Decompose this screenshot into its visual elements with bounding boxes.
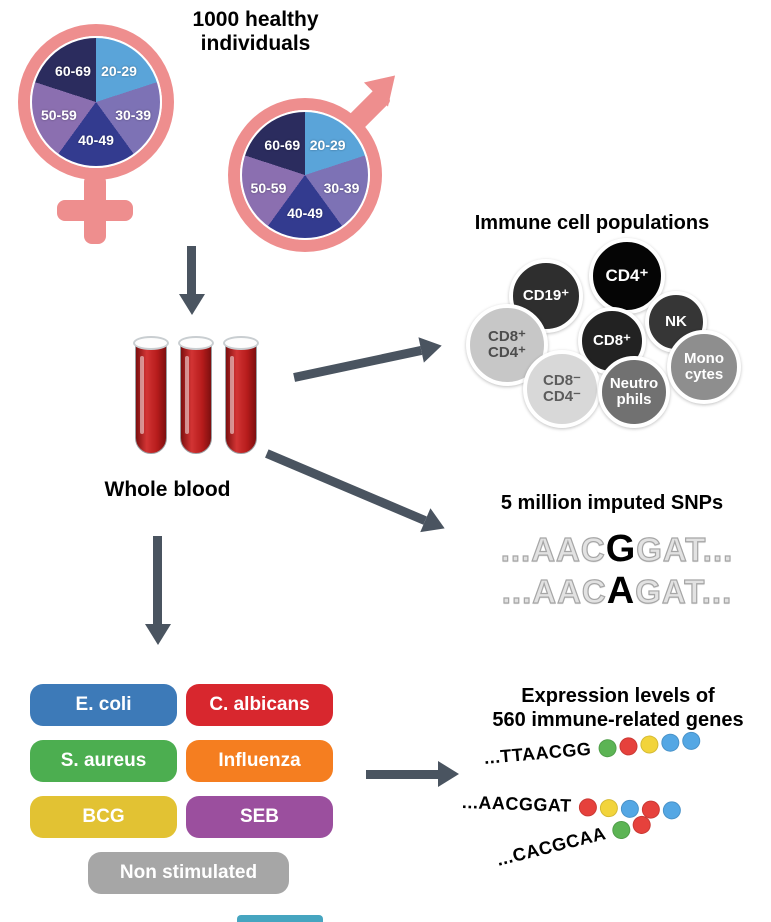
tube-highlight [230, 356, 234, 434]
male-age-pie-chart: 20-29 30-39 40-49 50-59 60-69 [240, 110, 370, 240]
stimulus-ecoli: E. coli [30, 684, 177, 726]
gene-dot [639, 734, 659, 754]
immune-cell-monocytes: Mono cytes [667, 330, 741, 404]
tube-highlight [140, 356, 144, 434]
age-label: 40-49 [287, 204, 323, 221]
age-label: 60-69 [55, 63, 91, 80]
snp-variant-allele: A [606, 570, 636, 612]
stimulus-influenza: Influenza [186, 740, 333, 782]
expression-title-line2: 560 immune-related genes [492, 709, 744, 731]
snp-seq-pre: ...AAC [500, 530, 606, 568]
arrow-shaft [153, 536, 163, 624]
arrow-blood-to-stimuli [145, 536, 171, 645]
arrow-head-icon [179, 294, 205, 315]
stimulus-bcg: BCG [30, 796, 177, 838]
cohort-title-line1: 1000 healthy [192, 8, 319, 31]
stimulus-seb: SEB [186, 796, 333, 838]
snp-seq-post: GAT... [635, 572, 733, 610]
arrow-shaft [265, 448, 428, 525]
arrow-head-icon [145, 624, 171, 645]
expression-title-line1: Expression levels of [521, 685, 715, 707]
blood-tube [133, 336, 169, 454]
age-label: 60-69 [264, 136, 301, 153]
snp-seq-pre: ...AAC [501, 572, 607, 610]
arrow-stimuli-to-expression [366, 761, 459, 787]
stimulus-calbicans: C. albicans [186, 684, 333, 726]
tube-rim [223, 336, 259, 350]
tube-rim [178, 336, 214, 350]
arrow-cohort-to-blood [179, 246, 205, 315]
immune-cell-cd8neg-cd4neg: CD8⁻ CD4⁻ [523, 350, 601, 428]
gene-dot [662, 800, 681, 820]
gene-dot [610, 818, 633, 841]
gene-sequence: ...CACGCAA [494, 823, 608, 870]
blood-tube [178, 336, 214, 454]
blood-tube [223, 336, 259, 454]
gene-sequence: ...AACGGAT [461, 792, 572, 816]
expression-title: Expression levels of 560 immune-related … [468, 684, 768, 732]
cohort-title: 1000 healthy individuals [168, 8, 343, 56]
age-label: 40-49 [78, 132, 114, 149]
gene-sequence: ...TTAACGG [483, 738, 593, 768]
age-label: 20-29 [101, 63, 137, 80]
arrow-shaft [366, 769, 438, 779]
immune-cell-neutrophils: Neutro phils [598, 356, 670, 428]
expression-sequence-row: ...CACGCAA [494, 812, 653, 871]
age-label: 30-39 [323, 179, 360, 196]
arrow-head-icon [420, 508, 450, 541]
snp-sequence-2: ...AACAGAT... [452, 570, 771, 613]
arrow-blood-to-snps [262, 441, 450, 541]
arrow-shaft [187, 246, 197, 294]
age-label: 20-29 [309, 136, 346, 153]
arrow-head-icon [438, 761, 459, 787]
snps-title: 5 million imputed SNPs [500, 492, 724, 514]
gene-dot [578, 797, 597, 817]
age-label: 50-59 [250, 179, 287, 196]
tube-rim [133, 336, 169, 350]
age-label: 30-39 [115, 106, 152, 123]
snp-sequence-1: ...AACGGAT... [452, 528, 771, 571]
stimulus-non-stimulated: Non stimulated [88, 852, 289, 894]
snp-seq-post: GAT... [636, 530, 734, 568]
expression-sequence-row: ...TTAACGG [483, 729, 701, 769]
arrow-blood-to-immune-cells [291, 332, 445, 390]
gene-dot-group [594, 730, 701, 758]
arrow-shaft [293, 345, 423, 382]
gene-dot [599, 798, 618, 817]
arrow-head-icon [418, 332, 445, 363]
female-symbol-crossbar [57, 200, 133, 221]
female-age-pie-chart: 20-29 30-39 40-49 50-59 60-69 [30, 36, 162, 168]
gene-dot [660, 732, 680, 752]
cohort-title-line2: individuals [200, 32, 311, 56]
gene-dot [618, 736, 638, 756]
stimulus-saureus: S. aureus [30, 740, 177, 782]
whole-blood-label: Whole blood [104, 478, 231, 501]
snp-variant-allele: G [605, 528, 637, 570]
tube-highlight [185, 356, 189, 434]
age-label: 50-59 [40, 106, 77, 123]
immune-cells-title: Immune cell populations [474, 212, 710, 234]
gene-dot [681, 730, 701, 751]
gene-dot [597, 737, 617, 758]
cropped-box-edge [237, 915, 323, 922]
